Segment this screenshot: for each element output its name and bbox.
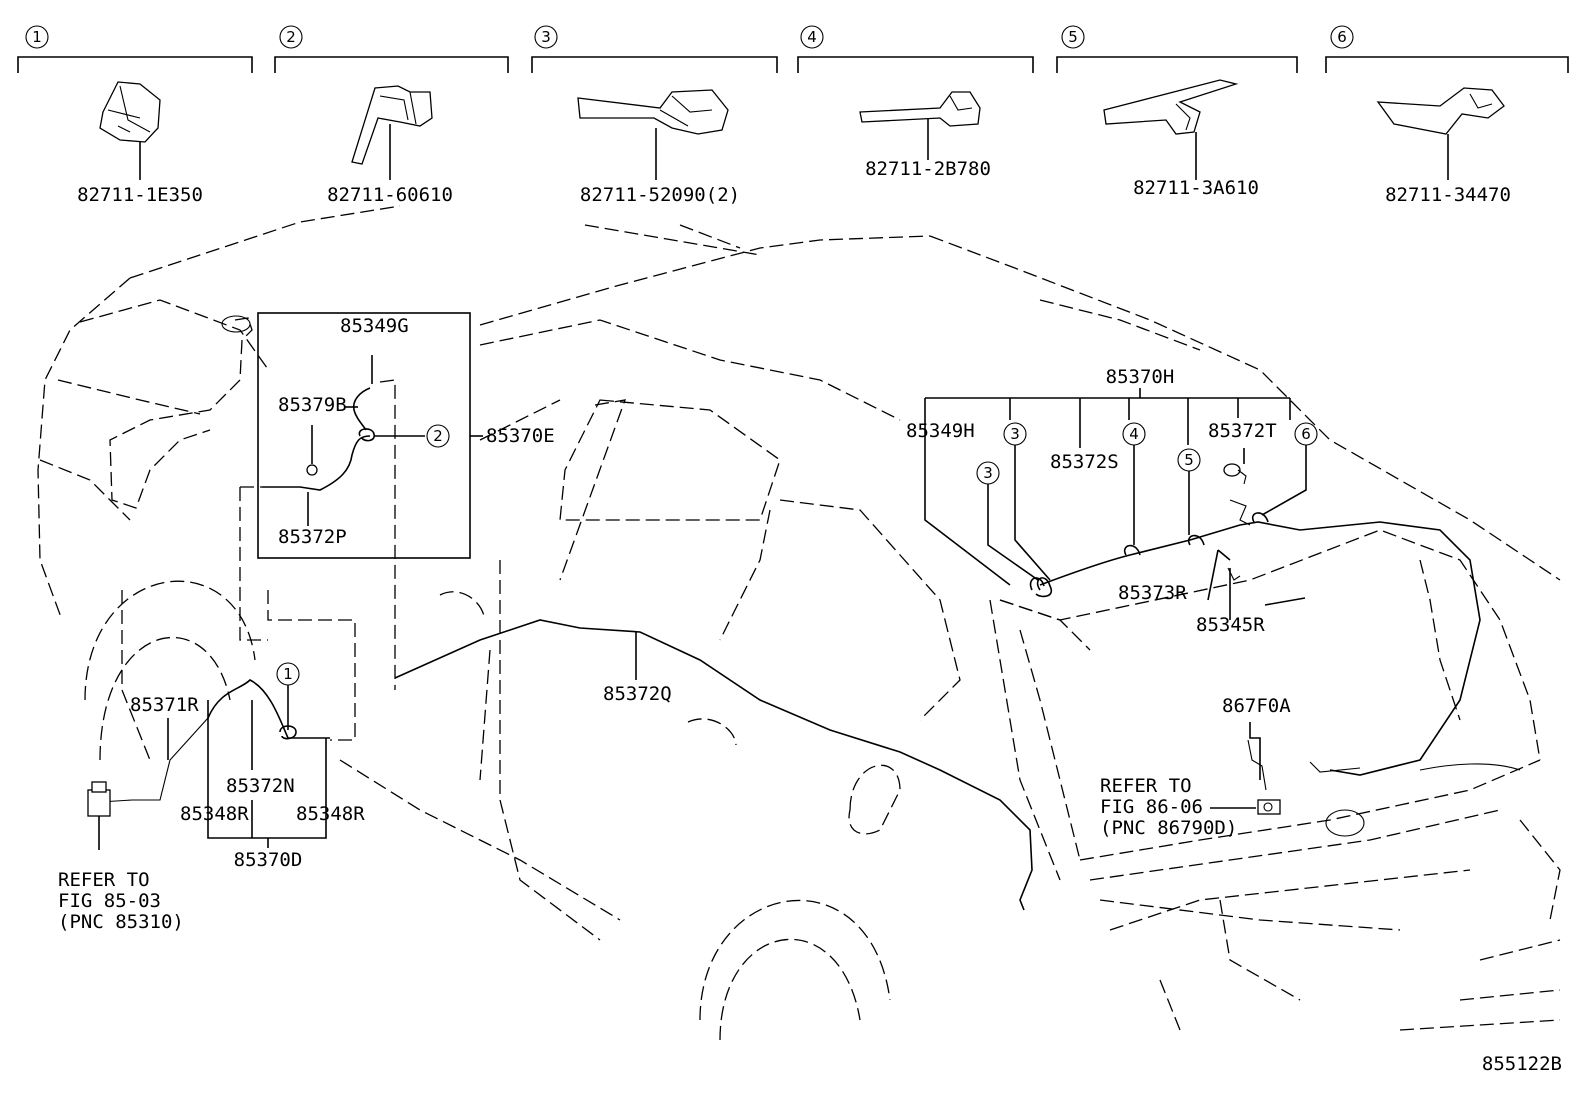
label-85371R[interactable]: 85371R bbox=[130, 694, 199, 716]
svg-text:FIG 85-03: FIG 85-03 bbox=[58, 890, 161, 912]
washer-nozzle-6-icon bbox=[1376, 87, 1505, 135]
rear-marker-3a[interactable]: 3 bbox=[1003, 422, 1027, 446]
callout-1[interactable]: 1 82711-1E350 bbox=[17, 25, 253, 206]
callout-2[interactable]: 2 82711-60610 bbox=[274, 25, 509, 206]
svg-text:5: 5 bbox=[1184, 451, 1194, 469]
side-hose-85372Q bbox=[394, 619, 1033, 911]
callout-number: 2 bbox=[286, 28, 296, 46]
svg-text:(PNC 86790D): (PNC 86790D) bbox=[1100, 817, 1237, 839]
svg-text:2: 2 bbox=[433, 427, 443, 445]
connector-icon bbox=[1223, 463, 1247, 485]
svg-text:4: 4 bbox=[1129, 425, 1139, 443]
svg-text:REFER TO: REFER TO bbox=[1100, 775, 1192, 797]
label-85372S[interactable]: 85372S bbox=[1050, 451, 1119, 473]
label-85349H[interactable]: 85349H bbox=[906, 420, 975, 442]
front-hose-assembly: 1 bbox=[87, 590, 356, 850]
svg-text:6: 6 bbox=[1301, 425, 1311, 443]
label-85349G[interactable]: 85349G bbox=[340, 315, 409, 337]
svg-text:1: 1 bbox=[283, 665, 293, 683]
label-85348R-left[interactable]: 85348R bbox=[180, 803, 249, 825]
rear-hose-assembly bbox=[924, 418, 1481, 881]
rear-marker-6[interactable]: 6 bbox=[1294, 422, 1318, 446]
rear-sensor-867F0A: 867F0A bbox=[1210, 695, 1291, 815]
rear-reference-note[interactable]: REFER TO FIG 86-06 (PNC 86790D) bbox=[1100, 775, 1237, 839]
label-85345R[interactable]: 85345R bbox=[1196, 614, 1265, 636]
callout-3[interactable]: 3 82711-52090(2) bbox=[531, 25, 778, 206]
inset-marker-2[interactable]: 2 bbox=[426, 424, 450, 448]
callout-strip: 1 82711-1E350 2 82711-60610 3 bbox=[17, 25, 1569, 206]
label-85379B[interactable]: 85379B bbox=[278, 394, 347, 416]
callout-number: 1 bbox=[32, 28, 42, 46]
clip-icon bbox=[306, 425, 318, 476]
label-85372Q[interactable]: 85372Q bbox=[603, 683, 672, 705]
label-85370E[interactable]: 85370E bbox=[486, 425, 555, 447]
washer-nozzle-3-icon bbox=[577, 89, 729, 135]
svg-text:FIG 86-06: FIG 86-06 bbox=[1100, 796, 1203, 818]
front-reference-note[interactable]: REFER TO FIG 85-03 (PNC 85310) bbox=[58, 869, 184, 933]
vehicle-outline bbox=[37, 205, 1561, 1041]
washer-nozzle-1-icon bbox=[99, 81, 161, 143]
svg-text:(PNC 85310): (PNC 85310) bbox=[58, 911, 184, 933]
part-number: 82711-1E350 bbox=[77, 184, 203, 206]
callout-5[interactable]: 5 82711-3A610 bbox=[1056, 25, 1298, 199]
callout-number: 3 bbox=[541, 28, 551, 46]
inset-85370E: 2 bbox=[239, 312, 483, 690]
label-85372N[interactable]: 85372N bbox=[226, 775, 295, 797]
part-number: 82711-2B780 bbox=[865, 158, 991, 180]
part-number: 82711-3A610 bbox=[1133, 177, 1259, 199]
label-85370D[interactable]: 85370D bbox=[234, 849, 303, 871]
rear-marker-4[interactable]: 4 bbox=[1122, 422, 1146, 446]
svg-text:3: 3 bbox=[983, 464, 993, 482]
callout-number: 6 bbox=[1337, 28, 1347, 46]
diagram-id: 855122B bbox=[1482, 1053, 1562, 1075]
callout-number: 4 bbox=[807, 28, 817, 46]
callout-4[interactable]: 4 82711-2B780 bbox=[797, 25, 1034, 180]
label-85372T[interactable]: 85372T bbox=[1208, 420, 1277, 442]
label-85348R-right[interactable]: 85348R bbox=[296, 803, 365, 825]
washer-tank-icon bbox=[109, 315, 253, 509]
label-85372P[interactable]: 85372P bbox=[278, 526, 347, 548]
svg-text:REFER TO: REFER TO bbox=[58, 869, 150, 891]
camera-icon bbox=[1257, 799, 1281, 815]
front-marker-1[interactable]: 1 bbox=[276, 662, 300, 740]
svg-text:3: 3 bbox=[1010, 425, 1020, 443]
washer-nozzle-4-icon bbox=[859, 91, 981, 127]
label-867F0A[interactable]: 867F0A bbox=[1222, 695, 1291, 717]
part-number: 82711-34470 bbox=[1385, 184, 1511, 206]
washer-nozzle-5-icon bbox=[1103, 79, 1239, 135]
label-85370H[interactable]: 85370H bbox=[1106, 366, 1175, 388]
washer-nozzle-2-icon bbox=[351, 85, 433, 165]
callout-number: 5 bbox=[1068, 28, 1078, 46]
part-number: 82711-60610 bbox=[327, 184, 453, 206]
pump-icon bbox=[87, 781, 111, 850]
callout-6[interactable]: 6 82711-34470 bbox=[1325, 25, 1569, 206]
part-number: 82711-52090(2) bbox=[580, 184, 740, 206]
rear-marker-5[interactable]: 5 bbox=[1177, 448, 1201, 472]
rear-marker-3b[interactable]: 3 bbox=[976, 461, 1000, 485]
rear-bracket-85370H bbox=[924, 388, 1291, 448]
label-85373R[interactable]: 85373R bbox=[1118, 582, 1187, 604]
